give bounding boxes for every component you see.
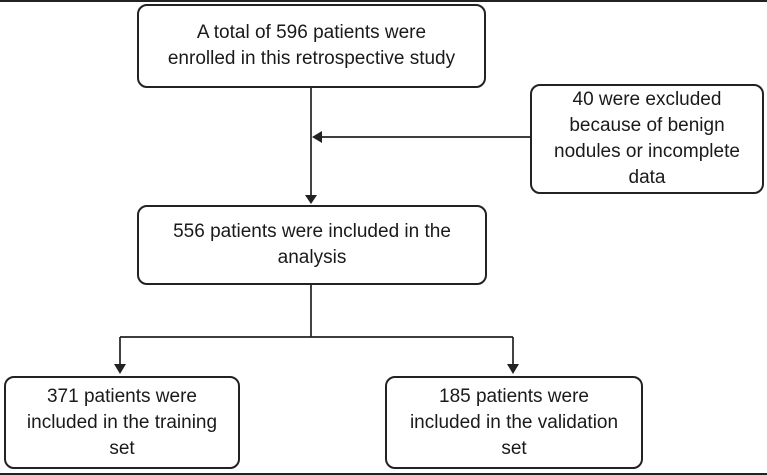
node-validation-set-text: 185 patients were included in the valida… (409, 385, 619, 459)
figure-bottom-rule (0, 473, 767, 475)
node-enrollment: A total of 596 patients were enrolled in… (137, 4, 486, 88)
branch-analysis-to-sets (119, 285, 514, 365)
node-validation-set: 185 patients were included in the valida… (385, 376, 643, 469)
node-exclusion-text: 40 were excluded because of benign nodul… (554, 89, 740, 188)
figure-top-rule (0, 0, 767, 2)
node-analysis-text: 556 patients were included in the analys… (173, 221, 451, 268)
node-training-set-text: 371 patients were included in the traini… (26, 385, 218, 459)
node-exclusion: 40 were excluded because of benign nodul… (530, 84, 764, 194)
arrowhead-left-exclusion (312, 131, 322, 143)
node-analysis: 556 patients were included in the analys… (137, 205, 487, 285)
node-enrollment-text: A total of 596 patients were enrolled in… (167, 22, 456, 69)
node-training-set: 371 patients were included in the traini… (4, 376, 240, 469)
arrowhead-down-training (114, 364, 126, 374)
arrowhead-down-analysis (305, 195, 317, 204)
arrowhead-down-validation (507, 364, 519, 374)
